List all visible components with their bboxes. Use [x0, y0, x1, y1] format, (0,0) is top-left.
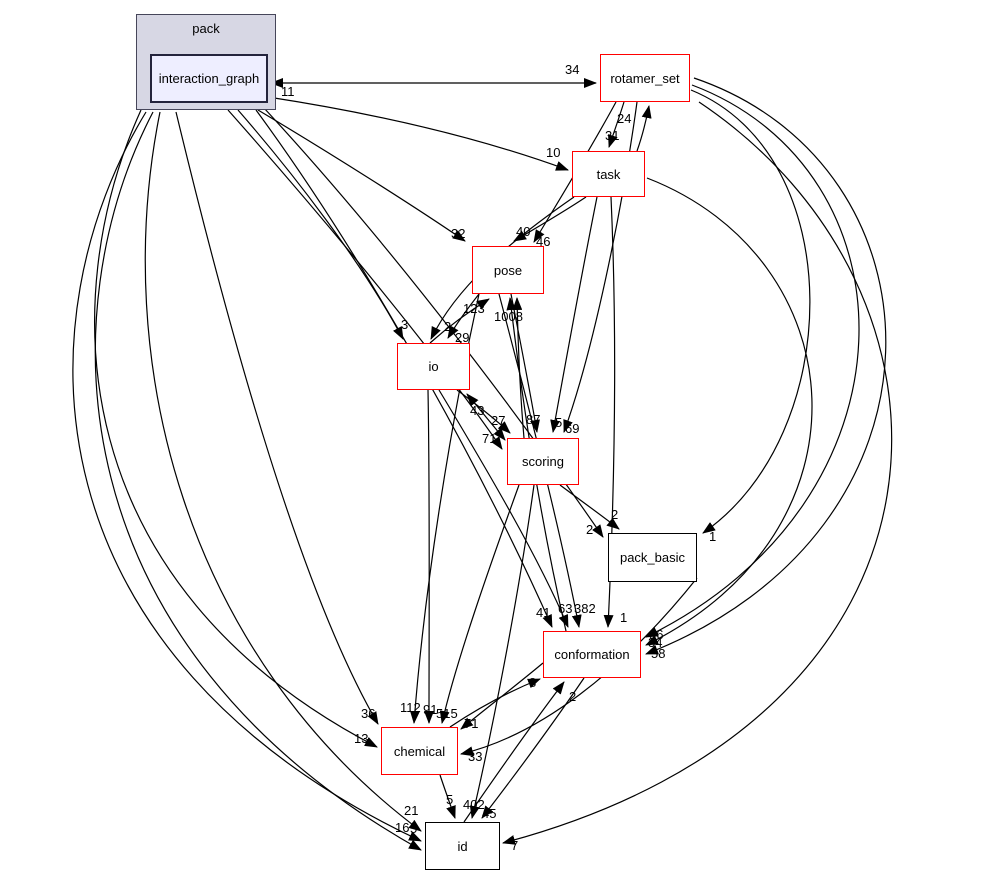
edge-scoring-to-id	[469, 484, 535, 819]
edge-task-to-rotamer_set	[636, 105, 652, 152]
node-task[interactable]: task	[572, 151, 645, 197]
node-scoring-label: scoring	[522, 454, 564, 469]
edge-interaction_graph-to-task	[267, 96, 569, 171]
edge-label-io-to-chemical[interactable]: 91	[423, 702, 437, 717]
node-pack-basic-label: pack_basic	[619, 550, 686, 565]
node-task-label: task	[596, 166, 621, 182]
edge-interaction_graph-to-scoring	[227, 109, 503, 450]
node-id[interactable]: id	[425, 822, 500, 870]
edge-io-to-chemical	[424, 389, 435, 724]
edge-interaction_graph-to-chemical	[175, 111, 379, 725]
node-conformation[interactable]: conformation	[543, 631, 641, 678]
edge-label-task-to-rotamer_set[interactable]: 24	[617, 111, 631, 126]
edge-label-rotamer_set-to-id[interactable]: 7	[511, 838, 518, 853]
edge-label-task-to-conformation[interactable]: 1	[620, 610, 627, 625]
cluster-pack-label: pack	[192, 21, 220, 36]
edge-rotamer_set-to-task	[608, 101, 625, 148]
node-interaction-graph-label: interaction_graph	[158, 71, 260, 86]
edge-rotamer_set-to-id	[502, 101, 893, 845]
node-interaction-graph[interactable]: interaction_graph	[150, 54, 268, 103]
edge-label-rotamer_set-to-scoring[interactable]: 69	[565, 421, 579, 436]
node-pose-label: pose	[493, 262, 523, 278]
edge-rotamer_set-to-conformation	[645, 84, 860, 638]
edge-label-scoring-to-pack_basic[interactable]: 2	[611, 507, 618, 522]
edge-label-rotamer_set-to-conformation[interactable]: 58	[651, 646, 665, 661]
node-io-label: io	[428, 359, 439, 374]
node-conformation-label: conformation	[554, 647, 630, 662]
edge-label-interaction_graph-to-pose[interactable]: 32	[451, 226, 465, 241]
edge-label-conformation-to-pose[interactable]: 1008	[494, 309, 523, 324]
edge-label-pose-to-io[interactable]: 29	[455, 330, 469, 345]
edge-label-rotamer_set-to-pack_basic[interactable]: 1	[709, 529, 716, 544]
edge-conformation-to-id	[481, 677, 585, 819]
edge-interaction_graph-to-id	[144, 111, 422, 832]
edge-label-scoring-to-io[interactable]: 43	[470, 403, 484, 418]
node-rotamer-set-label: rotamer_set	[610, 70, 680, 86]
edge-label-io-to-id[interactable]: 5	[410, 821, 417, 836]
edge-label-interaction_graph-to-scoring[interactable]: 71	[482, 431, 496, 446]
edge-task-to-scoring	[550, 196, 598, 433]
edge-interaction_graph-to-pose	[257, 109, 466, 242]
edge-rotamer_set-to-conformation	[645, 77, 887, 655]
edge-rotamer_set-to-scoring	[563, 101, 638, 433]
edge-label-interaction_graph-to-io[interactable]: 3	[401, 317, 408, 332]
edge-label-conformation-to-chemical[interactable]: 71	[464, 716, 478, 731]
edge-label-interaction_graph-to-pack_basic[interactable]: 2	[586, 522, 593, 537]
edge-label-pose-to-scoring[interactable]: 87	[526, 412, 540, 427]
edge-scoring-to-chemical	[439, 484, 520, 724]
edge-label-pose-to-conformation[interactable]: 382	[574, 601, 596, 616]
edge-label-io-to-pose[interactable]: 123	[463, 301, 485, 316]
edge-io-to-conformation	[438, 389, 569, 628]
edge-label-interaction_graph-to-chemical[interactable]: 13	[354, 731, 368, 746]
edge-label-io-to-scoring[interactable]: 27	[491, 413, 505, 428]
edge-interaction_graph-to-pack_basic	[263, 107, 604, 538]
edge-pack_basic-to-chemical	[460, 577, 698, 757]
edge-conformation-to-chemical	[460, 662, 544, 730]
node-chemical[interactable]: chemical	[381, 727, 458, 775]
edge-scoring-to-pose	[512, 297, 525, 439]
edge-chemical-to-id	[439, 774, 456, 819]
node-pack-basic[interactable]: pack_basic	[608, 533, 697, 582]
edge-label-scoring-to-chemical[interactable]: 515	[436, 706, 458, 721]
edge-label-pose-to-id[interactable]: 16	[395, 820, 409, 835]
edge-label-id-to-conformation[interactable]: 2	[569, 689, 576, 704]
edge-pose-to-id	[72, 111, 422, 842]
edge-label-pack_basic-to-chemical[interactable]: 33	[468, 749, 482, 764]
node-rotamer-set[interactable]: rotamer_set	[600, 54, 690, 102]
edge-interaction_graph-to-io	[237, 109, 404, 340]
edge-label-interaction_graph-to-chemical[interactable]: 36	[361, 706, 375, 721]
node-pose[interactable]: pose	[472, 246, 544, 294]
edge-label-rotamer_set-to-task[interactable]: 31	[605, 128, 619, 143]
edge-label-conformation-to-id[interactable]: 45	[482, 806, 496, 821]
edge-chemical-to-conformation	[449, 678, 541, 728]
edge-label-task-to-scoring[interactable]: 5	[555, 415, 562, 430]
edge-label-task-to-pose[interactable]: 40	[516, 224, 530, 239]
node-io[interactable]: io	[397, 343, 470, 390]
edge-io-to-pose	[429, 298, 490, 344]
edge-label-interaction_graph-to-task[interactable]: 10	[546, 145, 560, 160]
edge-label-rotamer_set-to-interaction_graph[interactable]: 11	[281, 84, 295, 99]
edge-label-chemical-to-id[interactable]: 5	[446, 792, 453, 807]
edge-label-rotamer_set-to-pose[interactable]: 46	[536, 234, 550, 249]
edge-label-interaction_graph-to-conformation[interactable]: 41	[536, 605, 550, 620]
edge-io-to-id	[94, 111, 422, 851]
edge-scoring-to-pack_basic	[559, 484, 620, 530]
node-chemical-label: chemical	[393, 743, 446, 759]
edge-label-interaction_graph-to-id[interactable]: 21	[404, 803, 418, 818]
edge-id-to-conformation	[463, 681, 565, 823]
edge-label-chemical-to-conformation[interactable]: 8	[529, 675, 536, 690]
edge-label-pose-to-chemical[interactable]: 112	[400, 700, 421, 715]
edge-pose-to-scoring	[510, 293, 540, 433]
edge-pose-to-io	[447, 293, 480, 339]
edge-interaction_graph-to-chemical	[94, 109, 378, 748]
edge-label-io-to-conformation[interactable]: 63	[558, 601, 572, 616]
cluster-pack[interactable]: pack interaction_graph	[136, 14, 276, 110]
edge-task-to-conformation	[645, 177, 813, 646]
node-id-label: id	[457, 838, 468, 854]
edge-label-scoring-to-id[interactable]: 402	[463, 797, 485, 812]
edge-rotamer_set-to-pack_basic	[690, 89, 811, 534]
node-scoring[interactable]: scoring	[507, 438, 579, 485]
edge-label-interaction_graph-to-rotamer_set[interactable]: 34	[565, 62, 579, 77]
